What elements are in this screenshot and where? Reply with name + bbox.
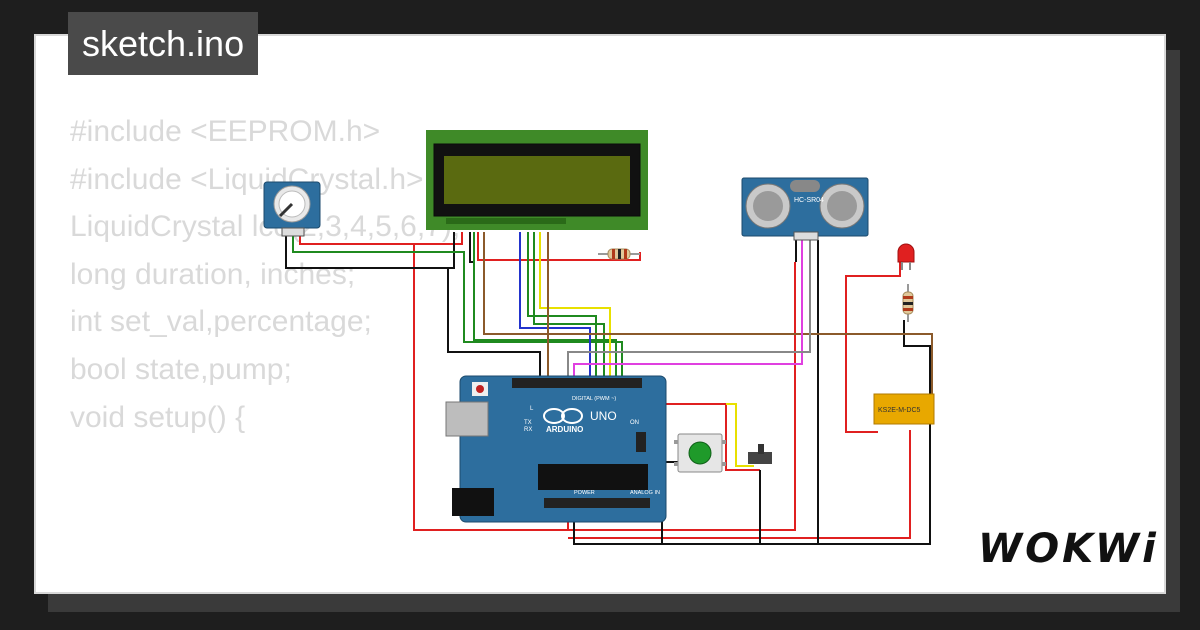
- wire-red: [299, 232, 463, 245]
- wire-black: [447, 267, 541, 380]
- rx-label: RX: [524, 427, 532, 433]
- arduino-uno-board: ARDUINO UNO DIGITAL (PWM ~) ANALOG IN PO…: [445, 375, 667, 523]
- power-label: POWER: [574, 490, 595, 496]
- wire-gray: [567, 240, 811, 380]
- wire-green: [527, 232, 597, 380]
- wire-black: [285, 232, 455, 269]
- code-line: #include <EEPROM.h>: [70, 115, 381, 148]
- wire-yellow: [539, 232, 611, 380]
- wire-yellow: [726, 403, 754, 467]
- digital-label: DIGITAL (PWM ~): [572, 396, 616, 402]
- led: [897, 243, 915, 270]
- resistor: [902, 284, 914, 322]
- sensor-label: HC-SR04: [794, 197, 824, 204]
- code-line: void setup() {: [70, 400, 246, 434]
- tx-label: TX: [524, 420, 532, 426]
- on-label: ON: [630, 420, 639, 426]
- wire-green: [292, 236, 623, 380]
- push-button: [674, 433, 726, 473]
- wire-red: [477, 232, 641, 261]
- wire-green: [473, 232, 617, 380]
- code-line: bool state,pump;: [70, 352, 292, 386]
- wire-red: [845, 258, 901, 433]
- arduino-model: UNO: [590, 409, 617, 423]
- wire-black: [574, 320, 931, 545]
- wire-black: [469, 232, 474, 263]
- wire-red: [413, 243, 569, 531]
- analog-label: ANALOG IN: [630, 490, 660, 496]
- slide-switch: [748, 444, 772, 464]
- wire-brown: [483, 232, 933, 420]
- ultrasonic-sensor: HC-SR04: [741, 177, 869, 241]
- wire-magenta: [573, 240, 803, 380]
- code-line: long duration, inches;: [70, 257, 356, 291]
- resistor: [598, 248, 640, 260]
- lcd-display: [426, 130, 648, 230]
- file-tab[interactable]: sketch.ino: [68, 12, 259, 75]
- wire-blue: [519, 232, 591, 380]
- potentiometer: [263, 181, 321, 237]
- l-label: L: [530, 406, 534, 412]
- arduino-brand: ARDUINO: [546, 425, 583, 434]
- relay-module: KS2E-M-DC5: [873, 393, 935, 425]
- wokwi-logo: WOKWi: [978, 526, 1159, 572]
- wires: [285, 232, 933, 545]
- wire-red: [568, 430, 911, 539]
- code-line: int set_val,percentage;: [70, 305, 372, 339]
- relay-label: KS2E-M-DC5: [878, 407, 921, 414]
